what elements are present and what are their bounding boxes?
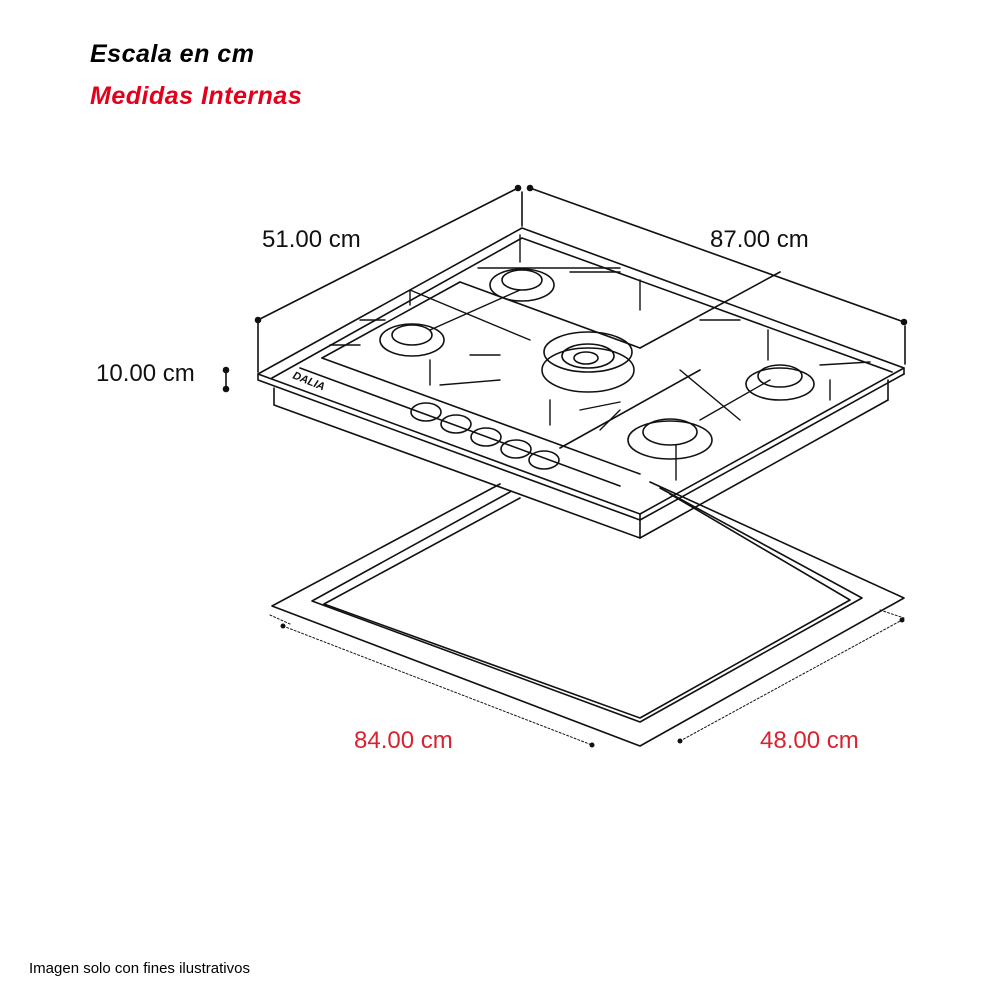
scale-note: Escala en cm bbox=[90, 40, 255, 68]
burner-right bbox=[745, 364, 815, 401]
knob-4 bbox=[500, 439, 532, 459]
disclaimer: Imagen solo con fines ilustrativos bbox=[29, 960, 250, 977]
internal-measures-subtitle: Medidas Internas bbox=[90, 82, 303, 110]
burner-left bbox=[379, 323, 445, 357]
knob-2 bbox=[440, 414, 472, 434]
burner-front-right bbox=[627, 418, 713, 460]
depth-dimension-label: 51.00 cm bbox=[262, 226, 361, 253]
cutout-width-label: 84.00 cm bbox=[354, 727, 453, 754]
width-dimension-line bbox=[526, 184, 908, 365]
pan-grates bbox=[329, 234, 871, 481]
cutout-depth-label: 48.00 cm bbox=[760, 727, 859, 754]
cutout-dimension-lines bbox=[269, 609, 905, 746]
burners bbox=[379, 268, 815, 460]
brand-logo: DALIA bbox=[291, 370, 327, 394]
knob-3 bbox=[470, 427, 502, 447]
height-dimension-line bbox=[222, 366, 230, 393]
wok-burner-center bbox=[541, 331, 635, 393]
depth-dimension-line bbox=[254, 184, 523, 373]
knob-1 bbox=[410, 402, 442, 422]
burner-back-left bbox=[489, 268, 555, 302]
cutout-frame bbox=[271, 481, 905, 747]
cooktop-body bbox=[257, 227, 905, 539]
width-dimension-label: 87.00 cm bbox=[710, 226, 809, 253]
knob-5 bbox=[528, 450, 560, 470]
control-knobs bbox=[410, 402, 560, 470]
height-dimension-label: 10.00 cm bbox=[96, 360, 195, 387]
